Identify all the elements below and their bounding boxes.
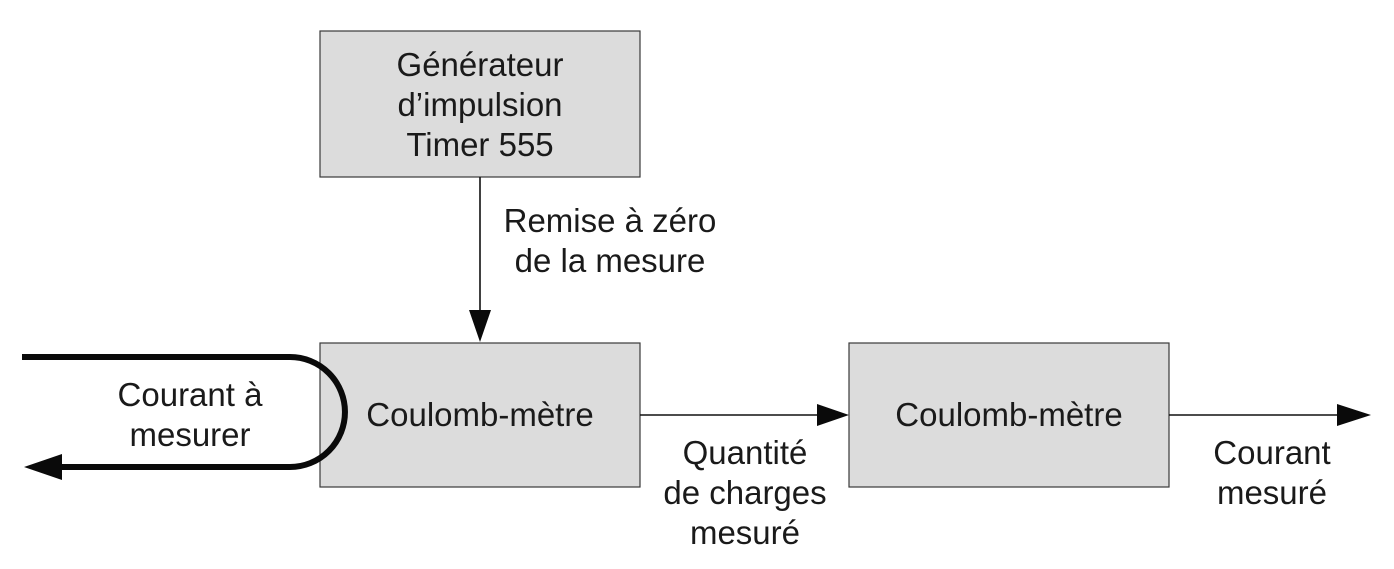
coulomb-meter-2-block: Coulomb-mètre — [848, 342, 1170, 488]
generator-block: Générateur d’impulsion Timer 555 — [319, 30, 641, 178]
reset-label-line-1: Remise à zéro — [504, 202, 717, 239]
coulomb-meter-1-block: Coulomb-mètre — [319, 342, 641, 488]
current-loop-path — [22, 354, 348, 470]
reset-arrowhead — [469, 310, 491, 342]
charge-label-line-1: Quantité — [683, 434, 808, 471]
output-arrowhead — [1337, 404, 1371, 426]
coulomb-meter-2-box — [848, 342, 1170, 488]
current-loop-arrowhead — [24, 454, 62, 480]
charge-arrow — [640, 404, 849, 426]
charge-label-line-3: mesuré — [690, 514, 800, 551]
generator-label-line-2: d’impulsion — [397, 86, 562, 123]
current-out-label-line-2: mesuré — [1217, 474, 1327, 511]
generator-label-line-1: Générateur — [397, 46, 564, 83]
coulomb-meter-1-label: Coulomb-mètre — [366, 396, 593, 433]
current-out-label-line-1: Courant — [1213, 434, 1330, 471]
coulomb-meter-1-box — [319, 342, 641, 488]
output-arrow — [1169, 404, 1371, 426]
charge-label-line-2: de charges — [663, 474, 826, 511]
current-in-label-line-1: Courant à — [118, 376, 264, 413]
generator-label-line-3: Timer 555 — [406, 126, 553, 163]
generator-box — [319, 30, 641, 178]
coulomb-meter-2-label: Coulomb-mètre — [895, 396, 1122, 433]
reset-arrow — [469, 177, 491, 342]
current-in-label-line-2: mesurer — [129, 416, 250, 453]
current-loop — [22, 354, 348, 480]
reset-label-line-2: de la mesure — [515, 242, 706, 279]
charge-arrowhead — [817, 404, 849, 426]
